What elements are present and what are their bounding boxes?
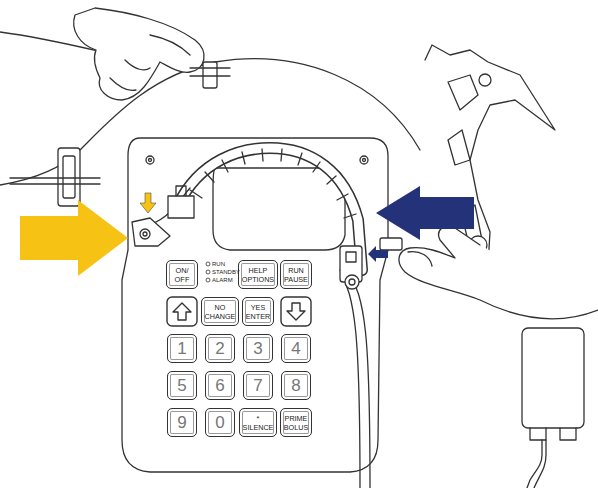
key-label: ON/ OFF (167, 266, 197, 284)
key-label: 9 (175, 414, 188, 432)
function-key: PRIME BOLUS (280, 408, 312, 437)
key-label: 3 (251, 340, 264, 358)
digit-key: 9 (167, 408, 197, 437)
key-label: 2 (213, 340, 226, 358)
key-label: 5 (175, 377, 188, 395)
function-key: YES ENTER (242, 297, 274, 326)
indicator-label: STANDBY (212, 269, 240, 276)
key-label: YES ENTER (243, 303, 273, 321)
digit-key: 4 (281, 334, 311, 363)
key-label: RUN PAUSE (281, 266, 311, 284)
key-label: NO CHANGE (202, 303, 239, 321)
indicator-label: RUN (212, 261, 225, 268)
key-label: HELP OPTIONS (239, 266, 277, 284)
function-key: * SILENCE (239, 408, 278, 437)
digit-key: 1 (167, 334, 197, 363)
indicator-label: ALARM (212, 277, 233, 284)
digit-key: 0 (205, 408, 235, 437)
key-label: * SILENCE (240, 414, 277, 432)
digit-key: 7 (243, 371, 273, 400)
function-key: ON/ OFF (166, 260, 198, 289)
key-label: PRIME BOLUS (281, 414, 311, 432)
digit-key: 5 (167, 371, 197, 400)
key-label: 6 (213, 377, 226, 395)
function-key: HELP OPTIONS (238, 260, 278, 289)
digit-key: 3 (243, 334, 273, 363)
key-label: 4 (289, 340, 302, 358)
key-label: 7 (251, 377, 264, 395)
digit-key: 6 (205, 371, 235, 400)
function-key: RUN PAUSE (280, 260, 312, 289)
key-label: 8 (289, 377, 302, 395)
key-label: 0 (213, 414, 226, 432)
function-key: NO CHANGE (201, 297, 240, 326)
digit-key: 2 (205, 334, 235, 363)
digit-key: 8 (281, 371, 311, 400)
key-label: 1 (175, 340, 188, 358)
